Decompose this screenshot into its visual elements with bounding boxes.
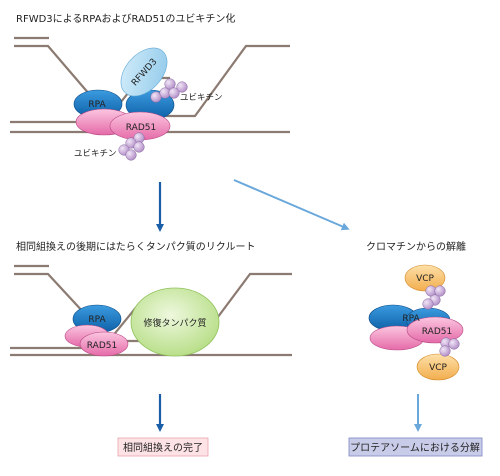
rpa-label-right: RPA bbox=[402, 314, 420, 324]
rad51-label-left: RAD51 bbox=[87, 341, 117, 351]
protein-complex-right: VCP RPA RAD51 VCP bbox=[368, 264, 464, 381]
ubiquitin-chain-right-upper bbox=[422, 285, 446, 310]
repair-protein bbox=[130, 287, 220, 357]
top-panel-title: RFWD3によるRPAおよびRAD51のユビキチン化 bbox=[16, 12, 235, 25]
ubiquitin-label-lower: ユビキチン bbox=[74, 149, 117, 159]
rfwd3-protein bbox=[120, 47, 168, 97]
vcp-protein-bottom bbox=[416, 353, 460, 381]
rad51-protein-left-b bbox=[79, 331, 129, 357]
left-panel-title: 相同組換えの後期にはたらくタンパク質のリクルート bbox=[16, 240, 256, 253]
arrow-to-dissociation bbox=[233, 179, 350, 231]
repair-protein-label: 修復タンパク質 bbox=[143, 317, 206, 329]
rpa-label-left: RPA bbox=[88, 315, 106, 325]
rad51-label: RAD51 bbox=[126, 123, 156, 133]
result-text-left: 相同組換えの完了 bbox=[123, 441, 203, 454]
result-box-left: 相同組換えの完了 bbox=[117, 437, 209, 457]
right-panel-title: クロマチンからの解離 bbox=[366, 240, 466, 253]
rad51-protein-right-b bbox=[406, 316, 464, 344]
result-text-right: プロテアソームにおける分解 bbox=[350, 441, 480, 454]
ubiquitin-chain-lower bbox=[118, 132, 145, 161]
ubiquitin-chain-right-lower bbox=[439, 337, 460, 357]
ubiquitin-label-upper: ユビキチン bbox=[180, 93, 223, 103]
ubiquitin-chain-upper bbox=[150, 78, 188, 103]
rad51-label-right: RAD51 bbox=[422, 327, 452, 337]
rpa-label: RPA bbox=[88, 100, 106, 110]
result-box-right: プロテアソームにおける分解 bbox=[348, 437, 483, 457]
vcp-label-top: VCP bbox=[416, 274, 434, 284]
protein-complex-left: RPA RAD51 修復タンパク質 bbox=[64, 287, 220, 357]
vcp-label-bottom: VCP bbox=[429, 363, 447, 373]
protein-complex-top: RPA RFWD3 RAD51 bbox=[73, 47, 175, 141]
vcp-protein-top bbox=[404, 264, 446, 292]
